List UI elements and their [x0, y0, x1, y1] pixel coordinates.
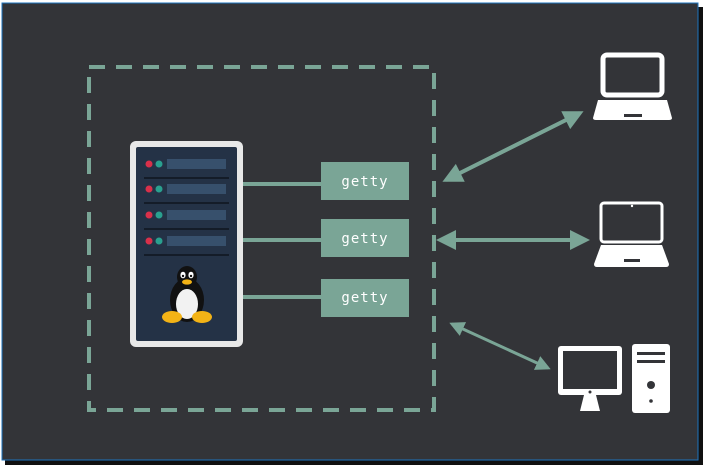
getty-label: getty — [341, 231, 388, 247]
getty-box: getty — [321, 279, 409, 317]
linux-penguin-icon — [162, 266, 212, 323]
getty-label: getty — [341, 290, 388, 306]
laptop-icon — [593, 52, 672, 120]
system-boundary — [87, 65, 436, 412]
desktop-computer-icon — [558, 344, 670, 413]
getty-label: getty — [341, 174, 388, 190]
getty-box: getty — [321, 162, 409, 200]
bidirectional-arrow — [449, 322, 551, 370]
server-rack-icon — [130, 141, 243, 347]
getty-box: getty — [321, 219, 409, 257]
laptop-icon — [594, 201, 669, 267]
bidirectional-arrow — [442, 111, 584, 182]
